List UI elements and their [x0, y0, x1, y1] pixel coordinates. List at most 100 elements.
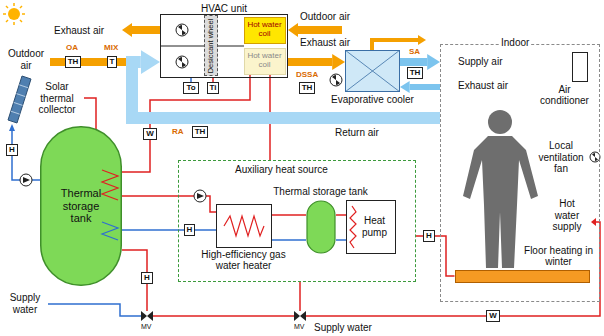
tank-coil: [102, 222, 118, 240]
node-text: H: [9, 145, 15, 155]
valve-symbol: [294, 311, 300, 321]
sun-icon: [13, 3, 15, 6]
node-shape: [306, 200, 336, 254]
sensor-box: To: [183, 82, 198, 94]
sensor-point-label: RA: [172, 127, 184, 136]
pump-symbol: [20, 174, 32, 186]
node-text: TH: [68, 57, 79, 67]
hvac-divider: [160, 46, 244, 47]
node-text: W: [146, 129, 154, 139]
water-pipe: [336, 239, 346, 241]
node-text: Indoor: [499, 37, 531, 49]
node-text: Hot water coil: [245, 21, 285, 39]
pump-symbol: [23, 177, 30, 183]
water-pipe: [153, 315, 294, 317]
hot-water-coil: Hot water coil: [244, 48, 286, 75]
sensor-box: TH: [407, 67, 424, 79]
node-text: TH: [302, 83, 313, 93]
pipe-arrowhead: [591, 218, 596, 226]
air-flow-arrow: [297, 26, 342, 34]
evaporative-cooler: Evaporative cooler: [345, 50, 400, 92]
hot-water-coil: Hot water coil: [244, 17, 286, 44]
small-storage-tank: Thermal storage tank: [306, 200, 336, 254]
fan-symbol: [176, 56, 188, 68]
node-text: T: [110, 57, 115, 67]
sensor-point-label: MIX: [104, 43, 118, 52]
node-text: Heat pump: [358, 215, 392, 238]
sensor-box: TH: [299, 82, 316, 94]
node-text: H: [144, 273, 150, 283]
fan-symbol: [176, 24, 188, 36]
heat-pump-coil: [350, 206, 356, 248]
water-pipe: [122, 195, 194, 197]
sensor-box: H: [6, 144, 18, 156]
water-pipe: [48, 304, 141, 316]
air-flow-arrow: [122, 23, 132, 37]
water-pipe: [122, 229, 216, 231]
fan-symbol: [176, 56, 188, 68]
flow-label: Outdoor air: [300, 11, 350, 23]
node-text: Evaporative cooler: [331, 94, 414, 106]
node-text: TH: [410, 68, 421, 78]
water-pipe: [206, 196, 216, 212]
flow-label: Return air: [335, 127, 379, 139]
connector: [416, 236, 455, 276]
connector: [400, 58, 427, 66]
sensor-point-label: DSSA: [296, 70, 318, 79]
heater-coil: [224, 216, 264, 236]
sensor-box: Ti: [207, 82, 220, 94]
collector-panel: [8, 76, 31, 123]
pump-symbol: [194, 190, 206, 202]
water-pipe: [272, 214, 306, 216]
node-text: HVAC unit: [201, 3, 247, 15]
air-conditioner: Air conditioner: [572, 52, 588, 82]
heat-pump: Heat pump: [346, 200, 396, 254]
sensor-box: H: [141, 272, 153, 284]
valve-symbol: [141, 311, 306, 321]
gas-water-heater: High-efficiency gas water heater: [216, 204, 272, 248]
node-text: Desiccant wheel: [206, 18, 215, 73]
fan-symbol: [330, 74, 342, 86]
sensor-box: H: [184, 224, 196, 236]
sun-icon: [8, 8, 20, 20]
fan-symbol: [176, 24, 188, 36]
connector: [288, 58, 332, 66]
sun-icon: [3, 13, 6, 15]
person-silhouette: [463, 110, 538, 268]
flow-label: Exhaust air: [300, 37, 350, 49]
valve-symbol: [147, 311, 153, 321]
sun-icon: [13, 22, 15, 25]
node-text: Hot water coil: [245, 52, 285, 70]
water-pipe: [299, 282, 301, 311]
node-text: TH: [195, 127, 206, 137]
valve-symbol: [300, 311, 306, 321]
tank-body: [307, 201, 335, 253]
solar-collector: Solar thermal collector: [4, 72, 84, 124]
flow-label: Local ventilation fan: [534, 140, 588, 175]
flow-label: Exhaust air: [458, 80, 508, 92]
collector-stripe: [16, 94, 25, 97]
node-shape: [345, 50, 400, 92]
fan-symbol: [178, 25, 186, 35]
collector-stripe: [11, 111, 20, 114]
connector: [410, 84, 440, 90]
flow-label: MV: [141, 323, 152, 331]
pump-symbol: [194, 190, 206, 202]
collector-stripe: [14, 102, 23, 105]
valve-symbol: [141, 311, 147, 321]
flow-label: Supply water: [314, 322, 372, 334]
node-text: W: [489, 311, 497, 321]
sun-icon: [6, 20, 8, 22]
air-flow-arrow: [131, 26, 160, 34]
sun-icon: [22, 13, 25, 15]
fan-symbol: [590, 152, 600, 162]
pump-symbol: [20, 174, 32, 186]
cooler-media: [345, 50, 400, 92]
fan-symbol: [590, 152, 600, 162]
sensor-box: TH: [65, 56, 82, 68]
sensor-box: W: [143, 128, 157, 140]
hvac-divider: [160, 46, 244, 47]
flow-label: Exhaust air: [54, 25, 104, 37]
sun-icon: [3, 3, 25, 25]
